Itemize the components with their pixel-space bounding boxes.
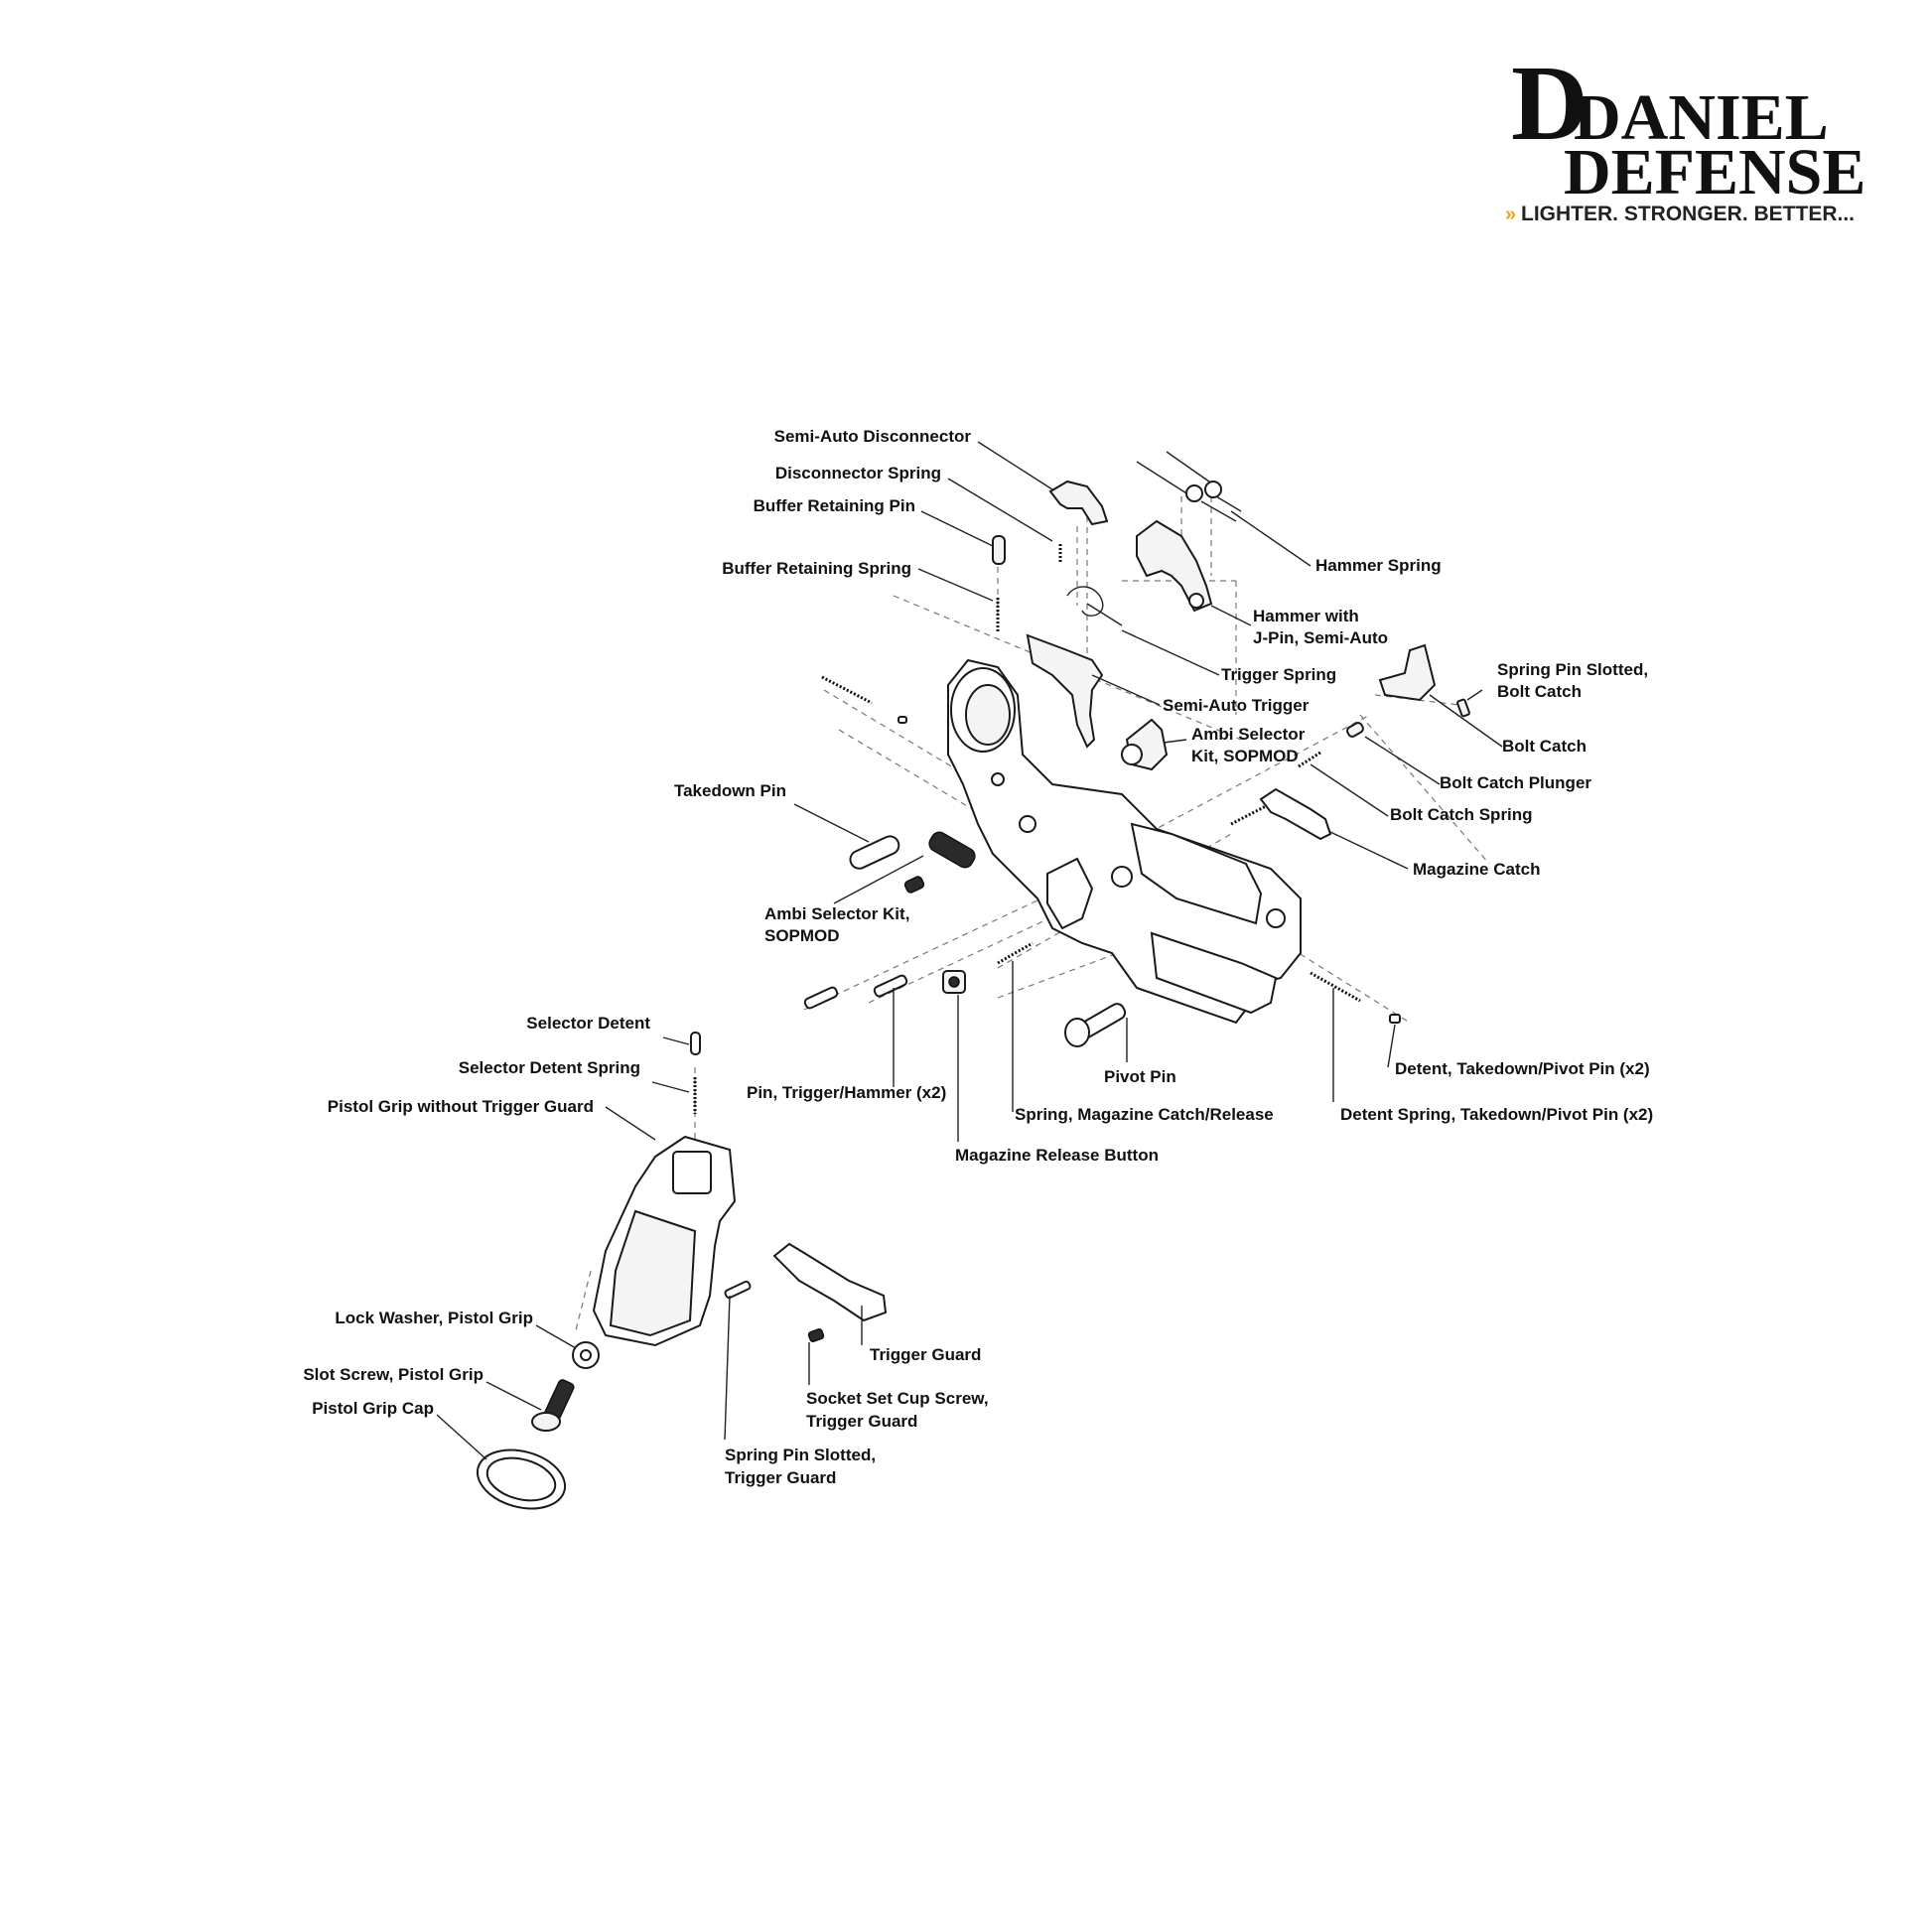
hammer — [1136, 519, 1213, 613]
pistol-grip-cap — [476, 1449, 567, 1510]
label-semi-auto-disconnector: Semi-Auto Disconnector — [774, 427, 972, 446]
label-hammer-line1: Hammer with — [1253, 607, 1359, 625]
label-spring-pin-trigger-guard-line1: Spring Pin Slotted, — [725, 1446, 876, 1464]
label-slot-screw: Slot Screw, Pistol Grip — [303, 1365, 483, 1384]
semi-auto-trigger — [1026, 633, 1104, 749]
label-socket-set-screw-line2: Trigger Guard — [806, 1412, 917, 1431]
label-buffer-retaining-pin: Buffer Retaining Pin — [754, 496, 915, 515]
logo-tagline: LIGHTER. STRONGER. BETTER... — [1521, 203, 1855, 225]
label-hammer-spring: Hammer Spring — [1315, 556, 1442, 575]
label-spring-magazine-catch: Spring, Magazine Catch/Release — [1015, 1105, 1274, 1124]
label-buffer-retaining-spring: Buffer Retaining Spring — [722, 559, 911, 578]
label-bolt-catch-spring: Bolt Catch Spring — [1390, 805, 1533, 824]
label-detent-spring-takedown-pivot: Detent Spring, Takedown/Pivot Pin (x2) — [1340, 1105, 1653, 1124]
bolt-catch — [1378, 643, 1437, 702]
slot-screw — [531, 1379, 575, 1432]
detent-takedown-pivot — [1389, 1014, 1401, 1024]
detent-spring-takedown-pivot — [1310, 971, 1361, 1003]
label-pivot-pin: Pivot Pin — [1104, 1067, 1176, 1086]
label-bolt-catch: Bolt Catch — [1502, 737, 1587, 756]
label-selector-detent: Selector Detent — [526, 1014, 650, 1033]
bolt-catch-plunger — [1346, 722, 1364, 738]
bolt-catch-spring — [1298, 751, 1321, 768]
part-labels: Semi-Auto Disconnector Disconnector Spri… — [303, 427, 1653, 1487]
magazine-release-button — [942, 970, 966, 994]
label-disconnector-spring: Disconnector Spring — [775, 464, 941, 483]
label-ambi-selector-right-line1: Ambi Selector — [1191, 725, 1306, 744]
label-magazine-release-button: Magazine Release Button — [955, 1146, 1159, 1165]
trigger-guard — [772, 1242, 888, 1322]
label-selector-detent-spring: Selector Detent Spring — [459, 1058, 640, 1077]
label-pin-trigger-hammer: Pin, Trigger/Hammer (x2) — [747, 1083, 946, 1102]
label-pistol-grip-cap: Pistol Grip Cap — [312, 1399, 434, 1418]
label-takedown-pin: Takedown Pin — [674, 781, 786, 800]
socket-set-screw — [807, 1328, 825, 1342]
spring-magazine-catch — [997, 941, 1034, 965]
pivot-pin — [1064, 1003, 1127, 1047]
spring-pin-trigger-guard — [724, 1280, 752, 1300]
label-spring-pin-bolt-catch-line1: Spring Pin Slotted, — [1497, 660, 1648, 679]
lower-receiver — [947, 658, 1302, 1025]
logo-line1: DANIEL — [1574, 81, 1829, 154]
pistol-grip — [592, 1135, 737, 1347]
tagline-chevron-icon: » — [1505, 204, 1516, 225]
top-left-detent-spring — [821, 675, 907, 724]
logo-big-d: D — [1511, 45, 1588, 163]
label-semi-auto-trigger: Semi-Auto Trigger — [1163, 696, 1310, 715]
label-detent-takedown-pivot: Detent, Takedown/Pivot Pin (x2) — [1395, 1059, 1650, 1078]
hammer-spring — [1136, 451, 1242, 522]
label-lock-washer: Lock Washer, Pistol Grip — [335, 1309, 533, 1327]
label-spring-pin-bolt-catch-line2: Bolt Catch — [1497, 682, 1582, 701]
label-spring-pin-trigger-guard-line2: Trigger Guard — [725, 1468, 836, 1487]
label-ambi-selector-left-line2: SOPMOD — [764, 926, 840, 945]
pin-trigger-hammer — [803, 974, 908, 1010]
label-bolt-catch-plunger: Bolt Catch Plunger — [1440, 773, 1591, 792]
ambi-selector-left — [903, 831, 976, 894]
trigger-spring — [1066, 586, 1123, 626]
label-trigger-spring: Trigger Spring — [1221, 665, 1336, 684]
spring-pin-bolt-catch — [1456, 698, 1470, 718]
label-magazine-catch: Magazine Catch — [1413, 860, 1540, 879]
label-ambi-selector-left-line1: Ambi Selector Kit, — [764, 904, 909, 923]
label-trigger-guard: Trigger Guard — [870, 1345, 981, 1364]
label-pistol-grip: Pistol Grip without Trigger Guard — [328, 1097, 594, 1116]
brand-logo: D DANIEL DEFENSE » LIGHTER. STRONGER. BE… — [1505, 45, 1865, 225]
lock-washer — [572, 1341, 600, 1369]
magazine-catch — [1230, 787, 1332, 841]
leader-lines — [436, 441, 1503, 1460]
label-ambi-selector-right-line2: Kit, SOPMOD — [1191, 747, 1299, 765]
ambi-selector-right — [1121, 718, 1169, 771]
logo-line2: DEFENSE — [1564, 136, 1865, 208]
buffer-retaining-pin — [992, 535, 1006, 565]
semi-auto-disconnector — [1048, 480, 1109, 526]
takedown-pin — [849, 835, 900, 870]
label-socket-set-screw-line1: Socket Set Cup Screw, — [806, 1389, 989, 1408]
label-hammer-line2: J-Pin, Semi-Auto — [1253, 628, 1388, 647]
selector-detent — [690, 1032, 701, 1055]
